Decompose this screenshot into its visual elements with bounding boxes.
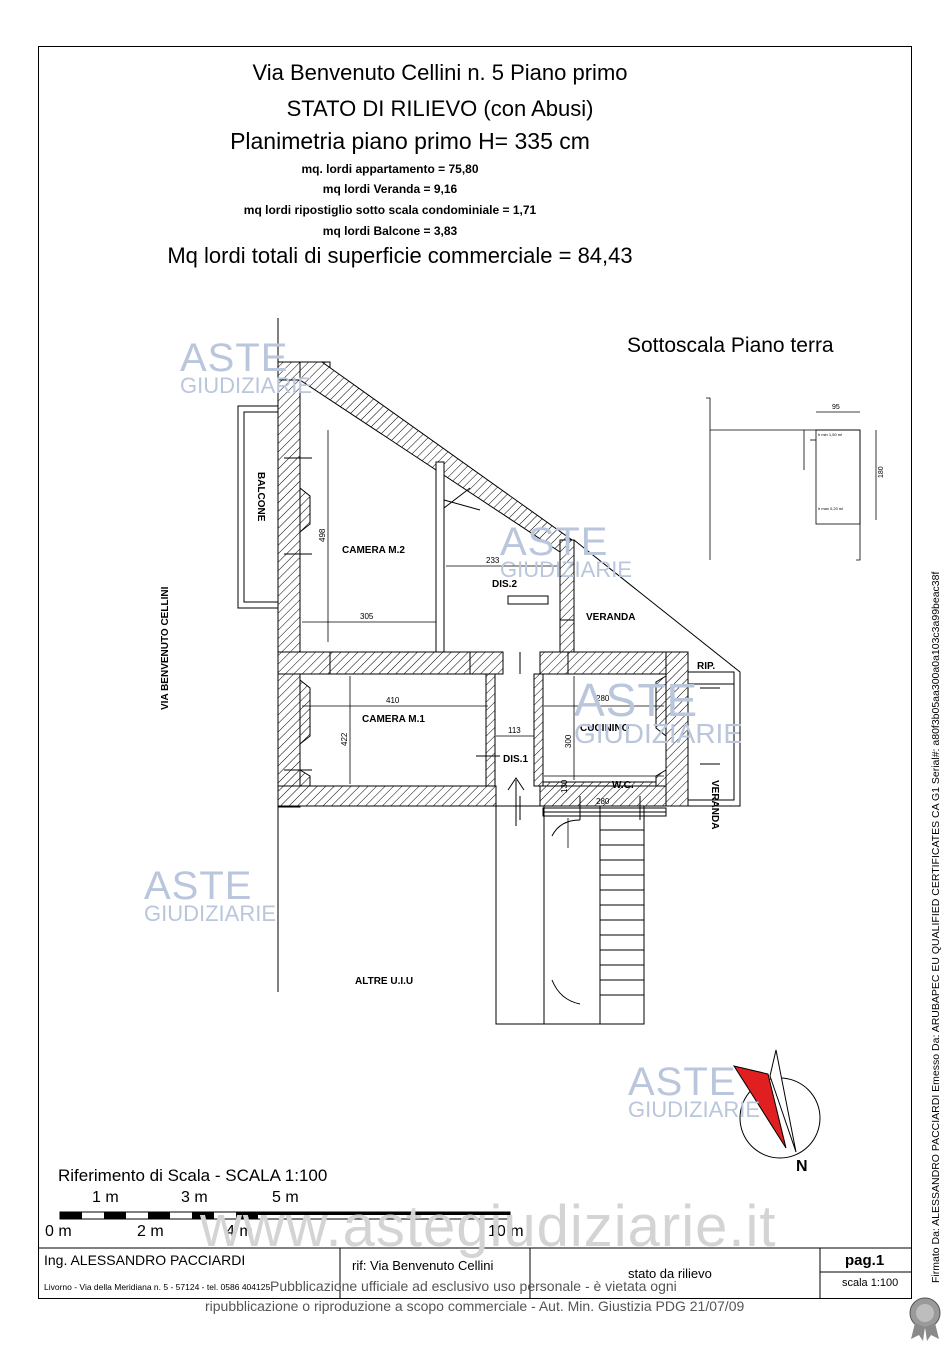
scale-bottom-10m: 10 m <box>488 1223 524 1240</box>
watermark-logo-3: ASTE GIUDIZIARIE <box>574 674 743 750</box>
scale-top-5m: 5 m <box>272 1189 299 1206</box>
titleblock-rif: rif: Via Benvenuto Cellini <box>352 1258 494 1273</box>
watermark-logo-2-bottom: GIUDIZIARIE <box>500 557 633 582</box>
scale-top-3m: 3 m <box>181 1189 208 1206</box>
header-plan-title: Planimetria piano primo H= 335 cm <box>230 128 590 154</box>
label-altre-uiu: ALTRE U.I.U <box>355 976 414 987</box>
titleblock-page: pag.1 <box>845 1252 885 1269</box>
header-total: Mq lordi totali di superficie commercial… <box>167 243 633 268</box>
titleblock-engineer: Ing. ALESSANDRO PACCIARDI <box>44 1252 246 1268</box>
room-dis2: DIS.2 <box>492 579 518 590</box>
seal-icon <box>909 1297 941 1341</box>
watermark-notice-2: ripubblicazione o riproduzione a scopo c… <box>205 1298 745 1314</box>
scale-bar <box>59 1211 511 1220</box>
room-veranda: VERANDA <box>586 612 636 623</box>
dim-280-wc: 280 <box>596 797 610 806</box>
scale-bottom-0m: 0 m <box>45 1223 72 1240</box>
digital-signature-text: Firmato Da: ALESSANDRO PACCIARDI Emesso … <box>930 571 942 1283</box>
watermark-logo-1: ASTE GIUDIZIARIE <box>180 336 313 398</box>
header-line-balcone: mq lordi Balcone = 3,83 <box>322 224 458 238</box>
digital-signature: Firmato Da: ALESSANDRO PACCIARDI Emesso … <box>920 518 942 1283</box>
watermark-logo-1-top: ASTE <box>180 336 289 380</box>
room-cucinino: CUCININO <box>580 723 630 734</box>
watermark-logo-1-bottom: GIUDIZIARIE <box>180 373 313 398</box>
header-address: Via Benvenuto Cellini n. 5 Piano primo <box>252 60 628 85</box>
dim-130: 130 <box>560 779 569 793</box>
room-dis1: DIS.1 <box>503 754 529 765</box>
dim-280-cucinino: 280 <box>596 694 610 703</box>
titleblock-address: Livorno - Via della Meridiana n. 5 - 571… <box>44 1282 271 1292</box>
dim-113: 113 <box>508 726 521 735</box>
dim-95: 95 <box>832 404 840 411</box>
watermark-logo-5: ASTE GIUDIZIARIE <box>628 1060 761 1122</box>
scale-bottom-4m: 4 m <box>226 1223 253 1240</box>
north-label: N <box>796 1158 808 1175</box>
header-line-appartamento: mq. lordi appartamento = 75,80 <box>301 162 479 176</box>
watermark-logo-3-bottom: GIUDIZIARIE <box>574 718 743 750</box>
header-line-veranda: mq lordi Veranda = 9,16 <box>322 182 458 196</box>
header-line-ripostiglio: mq lordi ripostiglio sotto scala condomi… <box>243 203 537 217</box>
titleblock-scala: scala 1:100 <box>842 1277 899 1289</box>
staircase <box>495 777 645 1025</box>
room-ripostiglio: RIP. <box>697 661 716 672</box>
watermark-logo-4: ASTE GIUDIZIARIE <box>144 864 277 926</box>
dim-305: 305 <box>360 612 374 621</box>
street-label: VIA BENVENUTO CELLINI <box>160 586 171 710</box>
sottoscala-title: Sottoscala Piano terra <box>627 334 834 357</box>
watermark-logo-4-bottom: GIUDIZIARIE <box>144 901 277 926</box>
header-state: STATO DI RILIEVO (con Abusi) <box>286 96 594 121</box>
dim-hmax: h max 0,20 ml <box>818 506 844 511</box>
watermark-site: www.astegiudiziarie.it <box>200 1194 777 1259</box>
room-camera-m1: CAMERA M.1 <box>362 714 425 725</box>
drawing-frame <box>38 46 912 1299</box>
compass <box>732 1049 821 1159</box>
dim-410: 410 <box>386 696 400 705</box>
room-camera-m2: CAMERA M.2 <box>342 545 405 556</box>
dim-422: 422 <box>340 732 349 746</box>
dim-hmin: h min 1,50 ml <box>818 432 843 437</box>
titleblock-stato: stato da rilievo <box>628 1266 712 1281</box>
watermark-notice-1: Pubblicazione ufficiale ad esclusivo uso… <box>270 1278 677 1294</box>
scale-top-1m: 1 m <box>92 1189 119 1206</box>
watermark-logo-2-top: ASTE <box>500 520 609 564</box>
watermark-logo-3-top: ASTE <box>574 674 699 726</box>
sottoscala-detail <box>706 397 877 561</box>
watermark-logo-5-bottom: GIUDIZIARIE <box>628 1097 761 1122</box>
balcone-label: BALCONE <box>255 472 266 522</box>
scale-title: Riferimento di Scala - SCALA 1:100 <box>58 1166 328 1185</box>
dim-498: 498 <box>318 528 327 542</box>
scale-bottom-2m: 2 m <box>137 1223 164 1240</box>
dim-300: 300 <box>564 734 573 748</box>
watermark-logo-2: ASTE GIUDIZIARIE <box>500 520 633 582</box>
room-veranda-side: VERANDA <box>709 780 720 830</box>
watermark-logo-4-top: ASTE <box>144 864 253 908</box>
dim-180: 180 <box>878 466 885 478</box>
watermark-logo-5-top: ASTE <box>628 1060 737 1104</box>
room-wc: W.C. <box>612 780 634 791</box>
dim-233: 233 <box>486 556 500 565</box>
title-block <box>38 1247 912 1299</box>
